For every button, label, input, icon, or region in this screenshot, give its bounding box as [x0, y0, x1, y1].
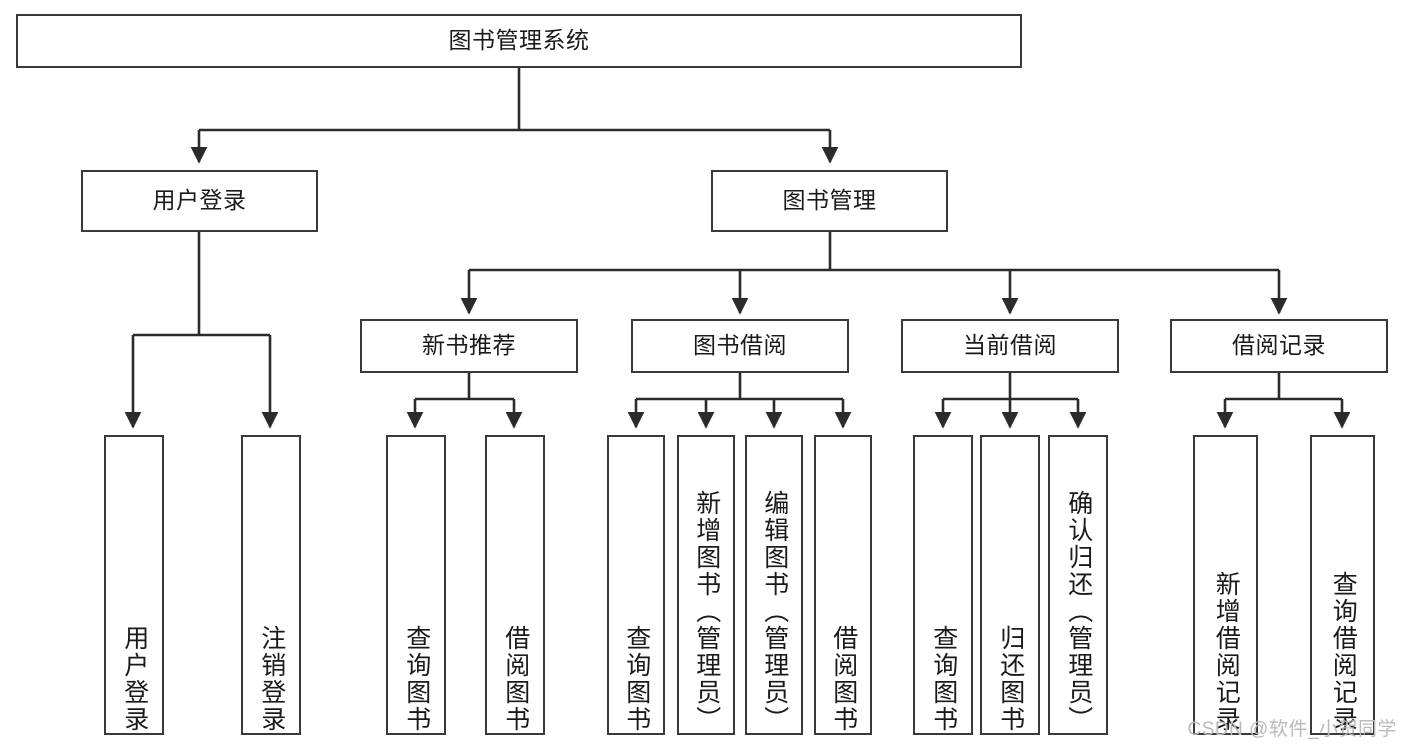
- leaf-recommend-borrow-book[interactable]: 借阅图书: [485, 435, 545, 735]
- leaf-recommend-query-book[interactable]: 查询图书: [386, 435, 446, 735]
- node-label: 新书推荐: [422, 332, 516, 359]
- leaf-current-confirm-return-admin[interactable]: 确认归还（管理员）: [1048, 435, 1108, 735]
- node-current-borrow[interactable]: 当前借阅: [901, 319, 1119, 373]
- leaf-current-return-book[interactable]: 归还图书: [980, 435, 1040, 735]
- node-label: 归还图书: [996, 625, 1025, 733]
- node-label: 查询图书: [622, 625, 651, 733]
- node-label: 查询借阅记录: [1329, 571, 1358, 733]
- node-label: 借阅图书: [501, 625, 530, 733]
- node-label: 确认归还（管理员）: [1064, 490, 1093, 733]
- node-label: 注销登录: [257, 625, 286, 733]
- node-label: 查询图书: [929, 625, 958, 733]
- node-label: 借阅记录: [1232, 332, 1326, 359]
- node-label: 图书管理: [782, 187, 877, 214]
- leaf-borrow-borrow-book[interactable]: 借阅图书: [814, 435, 872, 735]
- node-label: 图书借阅: [693, 332, 787, 359]
- node-label: 新增借阅记录: [1212, 571, 1241, 733]
- node-label: 图书管理系统: [448, 27, 590, 54]
- leaf-current-query-book[interactable]: 查询图书: [913, 435, 973, 735]
- leaf-user-logout[interactable]: 注销登录: [241, 435, 301, 735]
- node-book-borrow[interactable]: 图书借阅: [631, 319, 849, 373]
- node-label: 用户登录: [152, 187, 247, 214]
- node-label: 编辑图书（管理员）: [760, 490, 789, 733]
- node-new-book-recommend[interactable]: 新书推荐: [360, 319, 578, 373]
- watermark-text: CSDN @软件_小贺同学: [1187, 719, 1397, 740]
- node-user-login[interactable]: 用户登录: [81, 170, 318, 232]
- node-borrow-record[interactable]: 借阅记录: [1170, 319, 1388, 373]
- node-label: 新增图书（管理员）: [692, 490, 721, 733]
- node-label: 查询图书: [402, 625, 431, 733]
- node-label: 借阅图书: [829, 625, 858, 733]
- leaf-borrow-query-book[interactable]: 查询图书: [607, 435, 665, 735]
- leaf-record-add-record[interactable]: 新增借阅记录: [1193, 435, 1258, 735]
- leaf-borrow-add-book-admin[interactable]: 新增图书（管理员）: [677, 435, 735, 735]
- node-root-system[interactable]: 图书管理系统: [16, 14, 1022, 68]
- leaf-borrow-edit-book-admin[interactable]: 编辑图书（管理员）: [745, 435, 803, 735]
- node-label: 用户登录: [120, 625, 149, 733]
- leaf-user-login[interactable]: 用户登录: [104, 435, 164, 735]
- node-label: 当前借阅: [963, 332, 1057, 359]
- leaf-record-query-record[interactable]: 查询借阅记录: [1310, 435, 1375, 735]
- node-book-management[interactable]: 图书管理: [711, 170, 948, 232]
